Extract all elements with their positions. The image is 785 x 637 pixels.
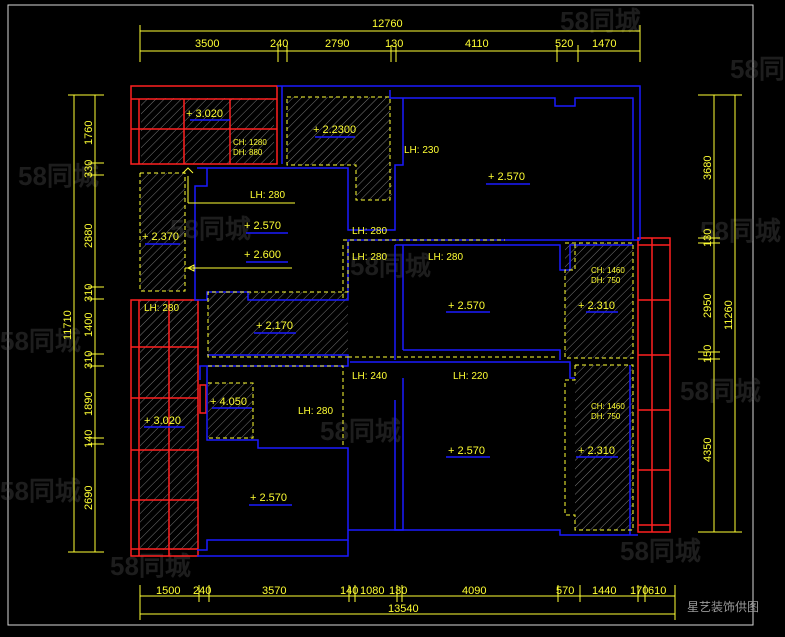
level-label: + 3.020 — [186, 108, 223, 120]
dim-left-seg: 310 — [83, 351, 95, 369]
lh-label: LH: 280 — [144, 303, 179, 314]
svg-text:CH: 1280: CH: 1280 — [233, 138, 267, 147]
dim-left-total: 11710 — [62, 310, 74, 340]
dim-bottom-total: 13540 — [388, 603, 419, 615]
level-label: + 2.600 — [244, 249, 281, 261]
dim-right-seg: 2950 — [702, 294, 714, 318]
lh-label: LH: 280 — [428, 252, 463, 263]
level-underlines — [144, 119, 618, 506]
lh-label: LH: 230 — [404, 145, 439, 156]
level-label: + 2.570 — [250, 492, 287, 504]
level-label: + 2.570 — [488, 171, 525, 183]
dim-bottom-seg: 140 — [340, 585, 358, 597]
hatched-areas — [140, 97, 633, 550]
dim-top-seg: 130 — [385, 38, 403, 50]
dim-left-seg: 140 — [83, 430, 95, 448]
dim-left-seg: 2880 — [83, 224, 95, 248]
level-label: + 3.020 — [144, 415, 181, 427]
level-label: + 2.570 — [448, 445, 485, 457]
lh-label: LH: 240 — [352, 371, 387, 382]
svg-text:58同城: 58同城 — [680, 376, 761, 406]
dim-bottom-seg: 170 — [630, 585, 648, 597]
dim-top-seg: 2790 — [325, 38, 349, 50]
dim-top-seg: 1470 — [592, 38, 616, 50]
dim-bottom-seg: 4090 — [462, 585, 486, 597]
dim-right-seg: 130 — [702, 229, 714, 247]
dim-top-seg: 4110 — [465, 38, 489, 50]
drawing-frame — [7, 4, 754, 626]
lh-label: LH: 280 — [352, 252, 387, 263]
level-labels: + 3.020 + 2.2300 + 2.570 + 2.370 + 2.570… — [142, 108, 615, 504]
lh-label: LH: 220 — [453, 371, 488, 382]
svg-text:58同城: 58同城 — [700, 216, 781, 246]
dim-top-seg: 240 — [270, 38, 288, 50]
svg-text:CH: 1460: CH: 1460 — [591, 266, 625, 275]
dim-right-seg: 4350 — [702, 438, 714, 462]
dimension-labels: 12760 3500 240 2790 130 4110 520 1470 13… — [62, 18, 735, 615]
svg-text:CH: 1460: CH: 1460 — [591, 402, 625, 411]
dim-left-seg: 2690 — [83, 486, 95, 510]
svg-text:58同城: 58同城 — [350, 251, 431, 281]
dim-right-total: 11260 — [723, 300, 735, 330]
level-label: + 2.570 — [244, 220, 281, 232]
level-label: + 2.170 — [256, 320, 293, 332]
svg-text:58同城: 58同城 — [0, 326, 81, 356]
dim-bottom-seg: 3570 — [262, 585, 286, 597]
window-tags: CH: 1280 DH: 880 CH: 1460 DH: 750 CH: 14… — [233, 138, 625, 421]
level-label: + 2.310 — [578, 300, 615, 312]
level-label: + 2.2300 — [313, 124, 356, 136]
level-label: + 2.570 — [448, 300, 485, 312]
dim-left-seg: 330 — [83, 160, 95, 178]
ceiling-outlines — [139, 96, 634, 531]
level-label: + 2.370 — [142, 231, 179, 243]
dim-bottom-seg: 1080 — [360, 585, 384, 597]
svg-text:58同城: 58同城 — [18, 161, 99, 191]
dim-top-seg: 3500 — [195, 38, 219, 50]
windows — [130, 85, 671, 557]
dim-right-seg: 150 — [702, 345, 714, 363]
level-label: + 4.050 — [210, 396, 247, 408]
svg-text:58同城: 58同城 — [620, 536, 701, 566]
svg-text:58同城: 58同城 — [0, 476, 81, 506]
dim-left-seg: 310 — [83, 284, 95, 302]
svg-text:DH: 750: DH: 750 — [591, 276, 621, 285]
lh-label: LH: 280 — [250, 190, 285, 201]
lh-markers — [182, 167, 295, 272]
watermark-group: 58同城 58同城 58同城 58同城 58同城 58同城 58同城 58同城 … — [0, 6, 785, 581]
level-label: + 2.310 — [578, 445, 615, 457]
svg-text:DH: 880: DH: 880 — [233, 148, 263, 157]
lh-label: LH: 280 — [298, 406, 333, 417]
dim-left-seg: 1760 — [83, 121, 95, 145]
dimension-lines — [68, 25, 742, 620]
dim-bottom-seg: 610 — [648, 585, 666, 597]
dim-left-seg: 1400 — [83, 313, 95, 337]
dim-bottom-seg: 1500 — [156, 585, 180, 597]
dim-bottom-seg: 240 — [193, 585, 211, 597]
svg-text:58同城: 58同城 — [320, 416, 401, 446]
dim-top-total: 12760 — [372, 18, 403, 30]
svg-text:DH: 750: DH: 750 — [591, 412, 621, 421]
dim-bottom-seg: 570 — [556, 585, 574, 597]
dim-left-seg: 1890 — [83, 392, 95, 416]
dim-bottom-seg: 130 — [389, 585, 407, 597]
image-credit: 星艺装饰供图 — [686, 600, 759, 614]
dim-bottom-seg: 1440 — [592, 585, 616, 597]
lh-label: LH: 280 — [352, 226, 387, 237]
dim-right-seg: 3680 — [702, 156, 714, 180]
svg-text:58同城: 58同城 — [730, 54, 785, 84]
line-height-labels: LH: 230 LH: 280 LH: 280 LH: 280 LH: 280 … — [144, 145, 488, 417]
dim-top-seg: 520 — [555, 38, 573, 50]
